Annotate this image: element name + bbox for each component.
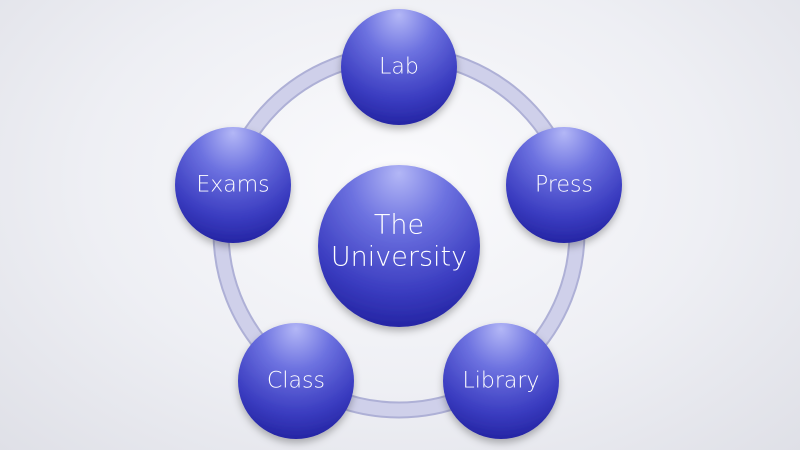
node-exams: Exams xyxy=(175,127,291,243)
node-lab: Lab xyxy=(341,9,457,125)
center-label-line-2: University xyxy=(331,242,467,273)
node-library: Library xyxy=(443,323,559,439)
node-class-label: Class xyxy=(267,369,325,394)
node-class: Class xyxy=(238,323,354,439)
node-exams-label: Exams xyxy=(196,173,269,198)
node-lab-label: Lab xyxy=(379,55,419,80)
center-node: The University xyxy=(318,165,480,327)
node-press: Press xyxy=(506,127,622,243)
center-label-line-1: The xyxy=(374,210,424,241)
node-library-label: Library xyxy=(463,369,540,394)
node-press-label: Press xyxy=(535,173,593,198)
